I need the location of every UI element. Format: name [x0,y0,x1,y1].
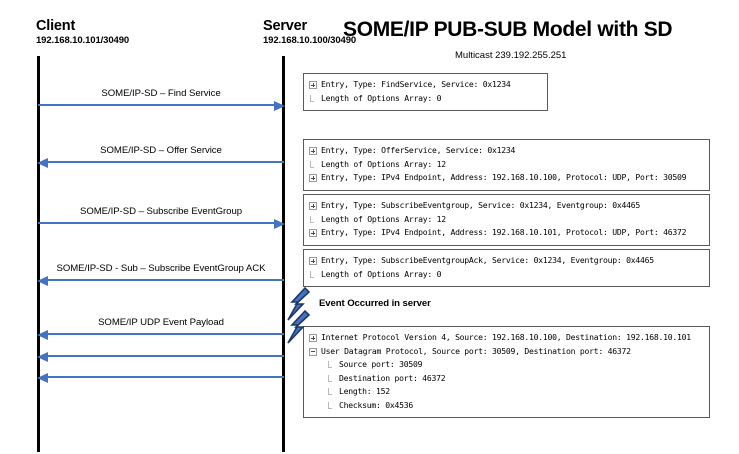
arrow-head-left-icon [37,329,48,340]
packet-detail-row[interactable]: Length of Options Array: 12 [307,213,706,227]
arrow-shaft [47,375,284,378]
packet-detail-row[interactable]: Entry, Type: FindService, Service: 0x123… [307,78,544,92]
packet-detail-text: Entry, Type: IPv4 Endpoint, Address: 192… [321,227,687,237]
arrow-shaft [38,221,275,224]
tree-branch-icon [327,361,335,369]
packet-detail-row[interactable]: Checksum: 0x4536 [307,399,706,413]
packet-detail-text: Entry, Type: OfferService, Service: 0x12… [321,145,516,155]
message-arrow-subscribe-eventgroup[interactable]: SOME/IP-SD – Subscribe EventGroup [38,206,285,229]
client-lifeline [37,56,40,452]
arrow-head-right-icon [274,218,285,229]
multicast-subtitle: Multicast 239.192.255.251 [455,50,567,61]
packet-detail-row[interactable]: Entry, Type: IPv4 Endpoint, Address: 192… [307,226,706,240]
server-actor-header: Server 192.168.10.100/30490 [263,18,356,47]
event-occurred-note: Event Occurred in server [319,298,431,309]
packet-detail-row[interactable]: Entry, Type: SubscribeEventgroupAck, Ser… [307,254,706,268]
udp-payload-pane[interactable]: Internet Protocol Version 4, Source: 192… [303,326,710,418]
packet-detail-text: Length: 152 [339,386,390,396]
expand-plus-icon[interactable] [309,202,317,210]
client-actor-header: Client 192.168.10.101/30490 [36,18,129,47]
tree-branch-icon [327,388,335,396]
arrow-shaft [47,332,284,335]
expand-plus-icon[interactable] [309,229,317,237]
subscribe-eventgroup-ack-pane[interactable]: Entry, Type: SubscribeEventgroupAck, Ser… [303,249,710,287]
packet-detail-row[interactable]: Length of Options Array: 0 [307,268,706,282]
packet-detail-text: Entry, Type: SubscribeEventgroup, Servic… [321,200,640,210]
arrow-shaft [47,354,284,357]
message-label: SOME/IP-SD - Sub – Subscribe EventGroup … [56,263,266,274]
packet-detail-row[interactable]: Internet Protocol Version 4, Source: 192… [307,331,706,345]
tree-branch-icon [309,160,317,169]
packet-detail-row[interactable]: Length of Options Array: 12 [307,158,706,172]
message-arrow-udp-event-payload-repeat-1[interactable] [37,346,284,362]
packet-detail-text: User Datagram Protocol, Source port: 305… [321,345,631,356]
packet-detail-text: Length of Options Array: 0 [321,268,442,279]
client-actor-address: 192.168.10.101/30490 [36,35,130,46]
offer-service-pane[interactable]: Entry, Type: OfferService, Service: 0x12… [303,139,710,191]
packet-detail-text: Length of Options Array: 12 [321,213,446,224]
packet-detail-text: Length of Options Array: 0 [321,92,442,103]
tree-branch-icon [327,374,335,383]
collapse-minus-icon[interactable] [309,347,317,356]
arrow-head-left-icon [37,372,48,383]
arrow-head-left-icon [37,351,48,362]
arrow-head-right-icon [274,100,285,111]
packet-detail-row[interactable]: Entry, Type: OfferService, Service: 0x12… [307,144,706,158]
find-service-pane[interactable]: Entry, Type: FindService, Service: 0x123… [303,73,548,111]
lightning-bolt-icon [283,287,317,321]
message-label: SOME/IP-SD – Subscribe EventGroup [79,206,243,217]
packet-detail-row[interactable]: Entry, Type: SubscribeEventgroup, Servic… [307,199,706,213]
packet-detail-text: Destination port: 46372 [339,372,446,383]
message-arrow-udp-event-payload[interactable]: SOME/IP UDP Event Payload [37,317,284,340]
tree-branch-icon [309,270,317,279]
arrow-shaft [38,103,275,106]
message-label: SOME/IP-SD – Find Service [101,88,221,99]
packet-detail-text: Entry, Type: SubscribeEventgroupAck, Ser… [321,255,654,265]
expand-plus-icon[interactable] [309,81,317,89]
message-arrow-subscribe-eventgroup-ack[interactable]: SOME/IP-SD - Sub – Subscribe EventGroup … [37,263,284,286]
page-title: SOME/IP PUB-SUB Model with SD [343,18,673,41]
packet-detail-text: Entry, Type: FindService, Service: 0x123… [321,79,511,89]
packet-detail-row[interactable]: Length: 152 [307,385,706,399]
packet-detail-row[interactable]: User Datagram Protocol, Source port: 305… [307,345,706,359]
packet-detail-text: Internet Protocol Version 4, Source: 192… [321,332,691,342]
tree-branch-icon [327,401,335,410]
lightning-bolt-icon [283,310,317,344]
subscribe-eventgroup-pane[interactable]: Entry, Type: SubscribeEventgroup, Servic… [303,194,710,246]
packet-detail-row[interactable]: Source port: 30509 [307,358,706,372]
expand-plus-icon[interactable] [309,174,317,182]
message-arrow-offer-service[interactable]: SOME/IP-SD – Offer Service [37,145,284,168]
arrow-head-left-icon [37,275,48,286]
arrow-shaft [47,160,284,163]
packet-detail-row[interactable]: Length of Options Array: 0 [307,92,544,106]
message-label: SOME/IP-SD – Offer Service [100,145,222,156]
server-actor-address: 192.168.10.100/30490 [263,35,357,46]
expand-plus-icon[interactable] [309,334,317,342]
packet-detail-row[interactable]: Destination port: 46372 [307,372,706,386]
message-arrow-find-service[interactable]: SOME/IP-SD – Find Service [38,88,285,111]
packet-detail-text: Source port: 30509 [339,359,423,369]
client-actor-name: Client [36,18,76,34]
message-arrow-udp-event-payload-repeat-2[interactable] [37,367,284,383]
tree-branch-icon [309,94,317,103]
arrow-head-left-icon [37,157,48,168]
arrow-shaft [47,278,284,281]
packet-detail-text: Length of Options Array: 12 [321,158,446,169]
server-actor-name: Server [263,18,307,34]
tree-branch-icon [309,215,317,224]
expand-plus-icon[interactable] [309,257,317,265]
expand-plus-icon[interactable] [309,147,317,155]
packet-detail-text: Checksum: 0x4536 [339,399,413,410]
packet-detail-text: Entry, Type: IPv4 Endpoint, Address: 192… [321,172,687,182]
packet-detail-row[interactable]: Entry, Type: IPv4 Endpoint, Address: 192… [307,171,706,185]
server-lifeline [282,56,285,452]
message-label: SOME/IP UDP Event Payload [98,317,224,328]
